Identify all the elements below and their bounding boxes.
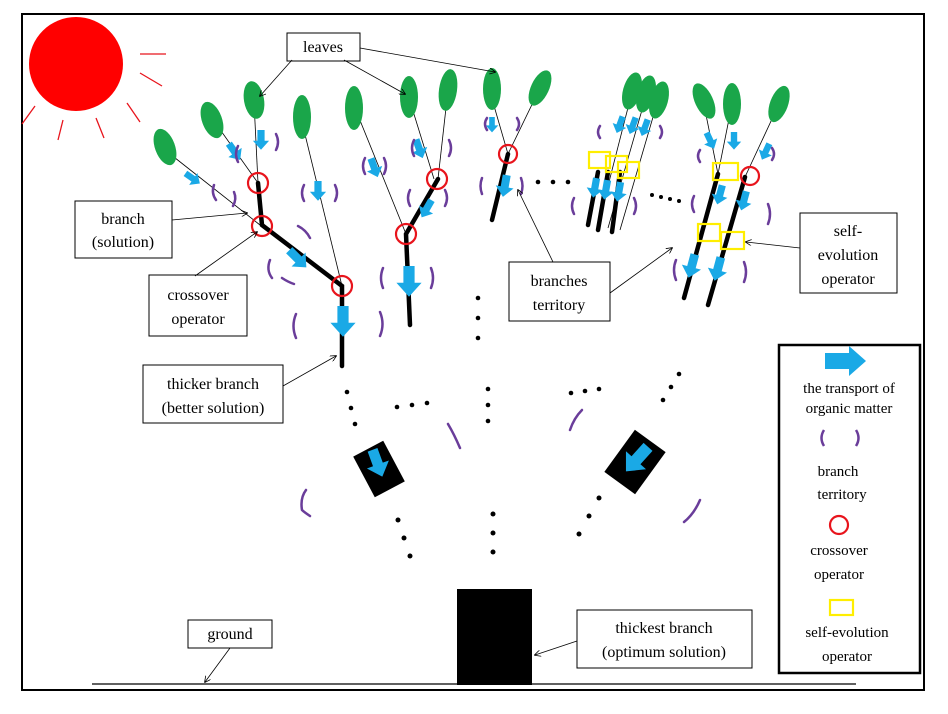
- sun-icon: [21, 17, 166, 141]
- legend-crossover-2: operator: [814, 567, 864, 583]
- label-ground: ground: [207, 626, 252, 643]
- label-territory-2: territory: [533, 297, 585, 314]
- legend-crossover-1: crossover: [810, 543, 867, 559]
- legend-bracket-icon: [820, 429, 860, 447]
- legend-circle-icon: [828, 514, 850, 536]
- crossover-circles: [246, 143, 761, 298]
- legend-transport-2: organic matter: [806, 401, 893, 417]
- thickest-branch-trunk: [457, 589, 532, 685]
- legend-arrow-icon: [825, 346, 866, 376]
- label-branch-2: (solution): [92, 234, 154, 251]
- territory-brackets: [211, 116, 776, 524]
- label-thicker-1: thicker branch: [167, 376, 259, 393]
- mid-branch-right: [604, 429, 666, 495]
- label-branch-1: branch: [101, 211, 145, 228]
- diagram-frame: [21, 13, 925, 691]
- self-evolution-squares: [587, 150, 746, 251]
- label-crossover-2: operator: [171, 311, 225, 328]
- legend-territory-2: territory: [817, 487, 867, 503]
- label-boxes: [74, 32, 898, 669]
- label-thickest-2: (optimum solution): [602, 644, 726, 661]
- label-selfevo-3: operator: [821, 271, 875, 288]
- legend-selfevo-1: self-evolution: [805, 625, 889, 641]
- transport-arrows: [181, 114, 776, 337]
- mid-branch-left: [353, 440, 405, 498]
- legend-selfevo-2: operator: [822, 649, 872, 665]
- legend-territory-1: branch: [818, 464, 859, 480]
- label-territory-1: branches: [531, 273, 588, 290]
- label-thickest-1: thickest branch: [615, 620, 712, 637]
- leaves: [153, 68, 790, 166]
- label-selfevo-2: evolution: [818, 247, 878, 264]
- legend: the transport of organic matter branch t…: [777, 343, 922, 675]
- label-leaves: leaves: [303, 39, 343, 56]
- legend-square-icon: [828, 598, 855, 617]
- legend-transport-1: the transport of: [803, 381, 895, 397]
- callout-lines: [171, 47, 801, 682]
- label-crossover-1: crossover: [167, 287, 229, 304]
- label-thicker-2: (better solution): [162, 400, 265, 417]
- label-selfevo-1: self-: [834, 223, 862, 240]
- ellipsis-dots: [344, 179, 682, 559]
